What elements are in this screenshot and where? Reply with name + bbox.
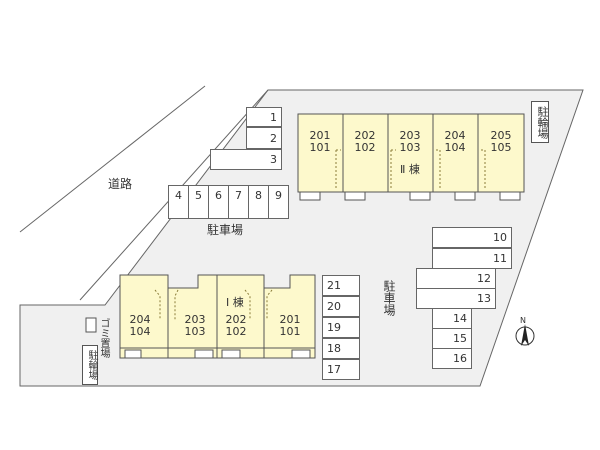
bike-parking-right-label: 駐輪場 <box>531 101 549 143</box>
parking-space-12: 12 <box>416 268 496 289</box>
north-arrow <box>515 324 535 346</box>
building-2-label: Ⅱ 棟 <box>400 163 420 176</box>
parking-space-19: 19 <box>322 317 360 338</box>
parking-right-label: 駐車場 <box>382 280 396 316</box>
parking-space-4: 4 <box>168 185 189 219</box>
parking-space-14: 14 <box>432 308 472 329</box>
parking-space-5: 5 <box>188 185 209 219</box>
parking-space-8: 8 <box>248 185 269 219</box>
parking-space-21: 21 <box>322 275 360 296</box>
garbage-area-box <box>85 317 97 333</box>
parking-space-10: 10 <box>432 227 512 248</box>
parking-space-13: 13 <box>416 288 496 309</box>
building-1-label: Ⅰ 棟 <box>226 296 244 309</box>
road-label: 道路 <box>108 177 133 191</box>
road-edge-outer <box>19 85 206 233</box>
parking-space-7: 7 <box>228 185 249 219</box>
garbage-label: ゴミ置場 <box>98 318 109 358</box>
parking-space-20: 20 <box>322 296 360 317</box>
parking-space-15: 15 <box>432 328 472 349</box>
parking-space-17: 17 <box>322 359 360 380</box>
parking-space-6: 6 <box>208 185 229 219</box>
parking-space-16: 16 <box>432 348 472 369</box>
parking-space-18: 18 <box>322 338 360 359</box>
compass-north-label: N <box>520 316 526 325</box>
parking-space-9: 9 <box>268 185 289 219</box>
building-1 <box>119 274 316 359</box>
parking-space-3: 3 <box>210 149 282 170</box>
parking-space-11: 11 <box>432 248 512 269</box>
parking-space-1: 1 <box>246 107 282 127</box>
parking-center-label: 駐車場 <box>207 223 244 237</box>
parking-space-2: 2 <box>246 127 282 149</box>
bike-parking-left-label: 駐輪場 <box>82 345 98 385</box>
building-2 <box>297 113 525 201</box>
